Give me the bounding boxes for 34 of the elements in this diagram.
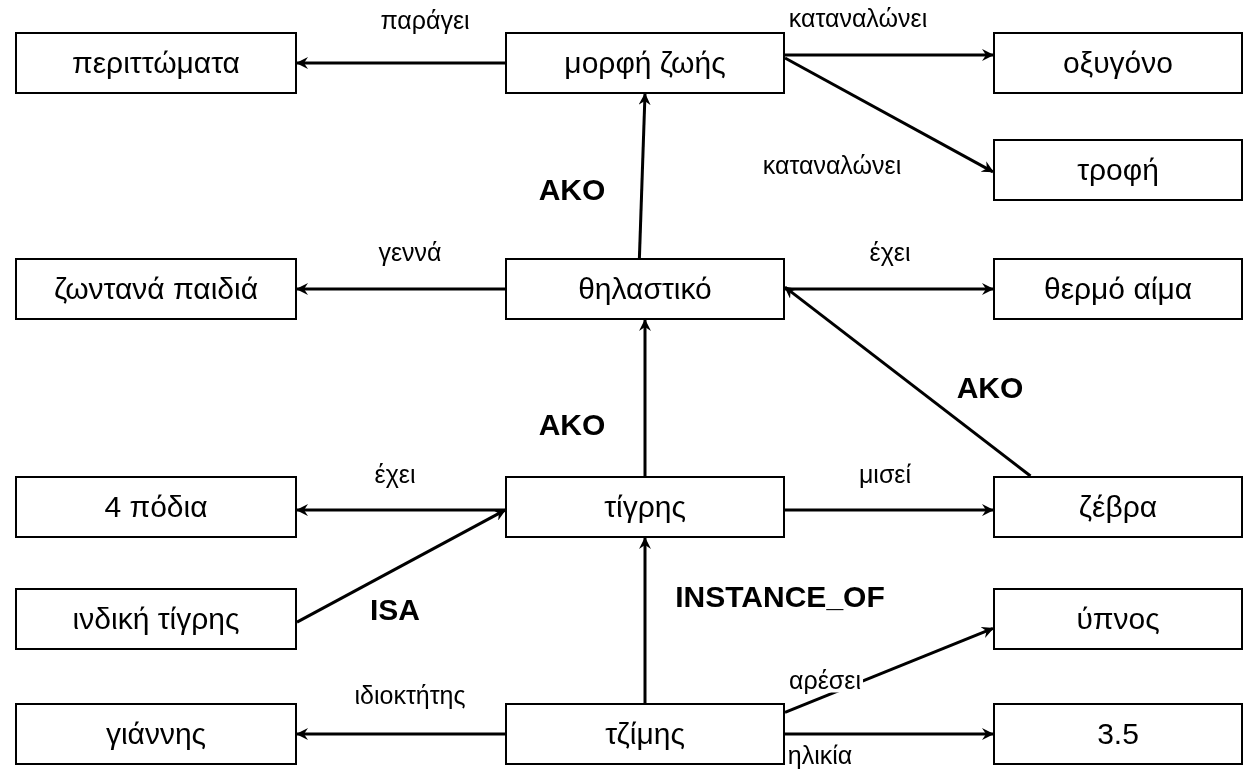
concept-box: οξυγόνο [993,32,1243,94]
arrow [296,283,505,295]
edge-label: γεννά [376,239,444,265]
concept-box: τζίμης [505,703,785,765]
edge-label: έχει [867,239,913,265]
edge-label: παράγει [378,7,472,33]
concept-box: θερμό αίμα [993,258,1243,320]
arrow [785,504,994,517]
arrow [296,508,506,624]
arrow [785,48,994,61]
arrow [296,728,505,740]
arrow [785,728,994,740]
concept-box: 3.5 [993,703,1243,765]
concept-box: ύπνος [993,588,1243,650]
concept-box: ζωντανά παιδιά [15,258,297,320]
concept-box: γιάννης [15,703,297,765]
arrow [784,285,1032,478]
arrow [296,57,505,69]
concept-box: 4 πόδια [15,476,297,538]
concept-box: μορφή ζωής [505,32,785,94]
arrow [637,93,651,259]
arrow [639,537,651,703]
arrow [296,504,505,517]
concept-box: τροφή [993,139,1243,201]
edge-label: αρέσει [787,667,863,693]
concept-box: θηλαστικό [505,258,785,320]
arrow [785,283,994,295]
concept-box: περιττώματα [15,32,297,94]
arrow [784,56,994,174]
concept-box: ινδική τίγρης [15,588,297,650]
edge-label: έχει [372,461,418,487]
concept-box: ζέβρα [993,476,1243,538]
concept-box: τίγρης [505,476,785,538]
arrow [639,319,651,476]
